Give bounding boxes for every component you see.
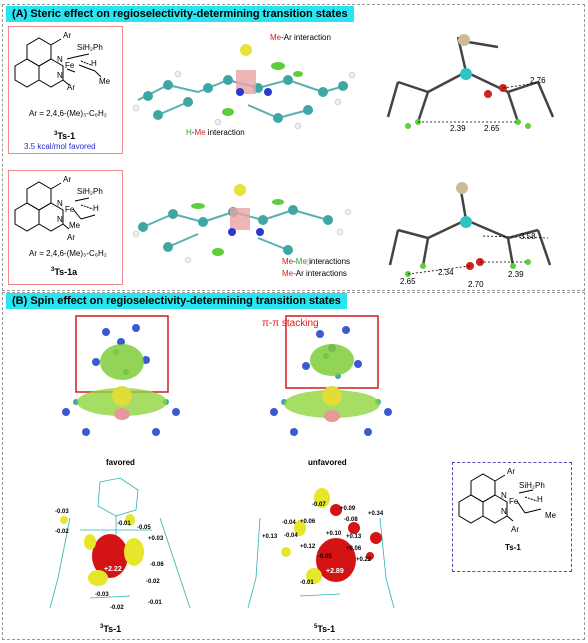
ts-card-ar-bottom: Ar <box>511 525 519 534</box>
ts1-ar-top: Ar <box>63 31 71 40</box>
ts1-spin-skeleton <box>458 473 542 524</box>
distance-top-3: 2.65 <box>484 124 500 133</box>
pi-stacking-label: π-π stacking <box>262 318 319 329</box>
ts1a-ar-bottom: Ar <box>67 233 75 242</box>
ts1a-n2: N <box>57 215 63 224</box>
ts-card-ar-top: Ar <box>507 467 515 476</box>
right-spin-name: 5Ts-1 <box>314 624 336 634</box>
ts1a-silyl: SiH₂Ph <box>77 187 103 196</box>
ts1-spin-card: Ar SiH₂Ph N Fe H N Me Ar Ts-1 <box>452 462 572 572</box>
right-spin-5: -0.08 <box>344 517 358 523</box>
right-spin-8: -0.04 <box>284 533 298 539</box>
section-b <box>2 292 585 640</box>
left-spin-2: -0.02 <box>55 529 69 535</box>
right-spin-4: -0.04 <box>282 520 296 526</box>
label-me-ar-top: Me-Ar interaction <box>270 33 331 42</box>
right-spin-12: +0.06 <box>346 546 362 552</box>
right-spin-14: +2.89 <box>326 568 344 575</box>
ts1a-structure-card: Ar SiH₂Ph N Fe H N Me Ar Ar = 2,4,6-(Me)… <box>8 170 123 285</box>
section-a-title: (A) Steric effect on regioselectivity-de… <box>6 6 354 22</box>
ts-card-me: Me <box>545 511 557 520</box>
ts1-ar-bottom: Ar <box>67 83 75 92</box>
stick-structure-ts1 <box>386 34 555 129</box>
distance-top-1: 2.76 <box>530 76 546 85</box>
distance-bottom-1: 3.58 <box>520 232 536 241</box>
left-spin-3: -0.01 <box>117 521 131 527</box>
left-spin-4: -0.05 <box>137 525 151 531</box>
ts1a-h: H <box>93 204 99 213</box>
spin-density-ts1-quintet <box>247 488 395 609</box>
left-spin-1: -0.03 <box>55 509 69 515</box>
label-me-me-bottom: Me-Me interactions <box>282 257 351 266</box>
right-spin-6: +0.34 <box>368 511 384 517</box>
ts-card-n1: N <box>501 491 507 500</box>
nci-plot-ts1a <box>132 184 352 266</box>
right-spin-13: +0.22 <box>356 557 372 563</box>
ts1a-skeleton <box>14 181 96 232</box>
right-spin-9: +0.12 <box>300 544 316 550</box>
ts1a-ar-top: Ar <box>63 175 71 184</box>
ts1-structure-card: Ar SiH₂Ph N Fe H N Me Ar Ar = 2,4,6-(Me)… <box>8 26 123 154</box>
distance-bottom-4: 2.70 <box>468 280 484 289</box>
left-spin-8: -0.02 <box>146 579 160 585</box>
ts1-name: 3Ts-1 <box>54 131 76 141</box>
ts1a-n1: N <box>57 199 63 208</box>
ts1-n2: N <box>57 71 63 80</box>
left-spin-6: +2.22 <box>104 566 122 573</box>
ts-card-silyl: SiH₂Ph <box>519 481 545 490</box>
ts1a-fe: Fe <box>65 205 75 214</box>
label-me-ar-bottom: Me-Ar interactions <box>282 269 347 278</box>
right-spin-2: +0.09 <box>340 506 356 512</box>
section-b-title: (B) Spin effect on regioselectivity-dete… <box>6 293 347 309</box>
favored-label: favored <box>106 458 135 467</box>
distance-top-2: 2.39 <box>450 124 466 133</box>
ts1-silyl: SiH₂Ph <box>77 43 103 52</box>
nci-plot-ts1 <box>132 44 356 130</box>
label-h-me-top: H-Me interaction <box>186 128 245 137</box>
ts1-n1: N <box>57 55 63 64</box>
ts1a-name: 3Ts-1a <box>51 267 78 277</box>
left-spin-7: -0.06 <box>150 562 164 568</box>
ts-card-fe: Fe <box>509 497 519 506</box>
distance-bottom-5: 2.39 <box>508 270 524 279</box>
right-spin-7: +0.13 <box>262 534 278 540</box>
ts1-favored-note: 3.5 kcal/mol favored <box>24 142 96 151</box>
ts1a-ar-definition: Ar = 2,4,6-(Me)₃-C₆H₂ <box>29 249 107 258</box>
left-spin-11: -0.01 <box>148 600 162 606</box>
right-spin-16: -0.05 <box>318 554 332 560</box>
right-spin-1: -0.07 <box>312 502 326 508</box>
spin-density-ts1-triplet <box>49 477 191 609</box>
ts1-skeleton <box>14 37 102 88</box>
distance-bottom-2: 2.65 <box>400 277 416 286</box>
left-spin-9: -0.03 <box>95 592 109 598</box>
left-spin-10: -0.02 <box>110 605 124 611</box>
unfavored-label: unfavored <box>308 458 347 467</box>
ts-card-h: H <box>537 495 543 504</box>
section-a <box>2 4 585 291</box>
ts1-fe: Fe <box>65 61 75 70</box>
ts1a-me: Me <box>69 221 81 230</box>
right-spin-3: +0.06 <box>300 519 316 525</box>
favored-cluster <box>62 315 180 436</box>
ts1-ar-definition: Ar = 2,4,6-(Me)₃-C₆H₂ <box>29 109 107 118</box>
left-spin-5: +0.03 <box>148 536 164 542</box>
distance-bottom-3: 2.34 <box>438 268 454 277</box>
stick-structure-ts1a <box>388 182 552 277</box>
right-spin-15: -0.01 <box>300 580 314 586</box>
right-spin-10: +0.10 <box>326 531 342 537</box>
ts-card-n2: N <box>501 507 507 516</box>
unfavored-cluster <box>270 315 392 436</box>
ts1-me: Me <box>99 77 111 86</box>
right-spin-11: +0.13 <box>346 534 362 540</box>
ts-card-name: Ts-1 <box>505 543 521 552</box>
left-spin-name: 3Ts-1 <box>100 624 122 634</box>
ts1-h: H <box>91 59 97 68</box>
